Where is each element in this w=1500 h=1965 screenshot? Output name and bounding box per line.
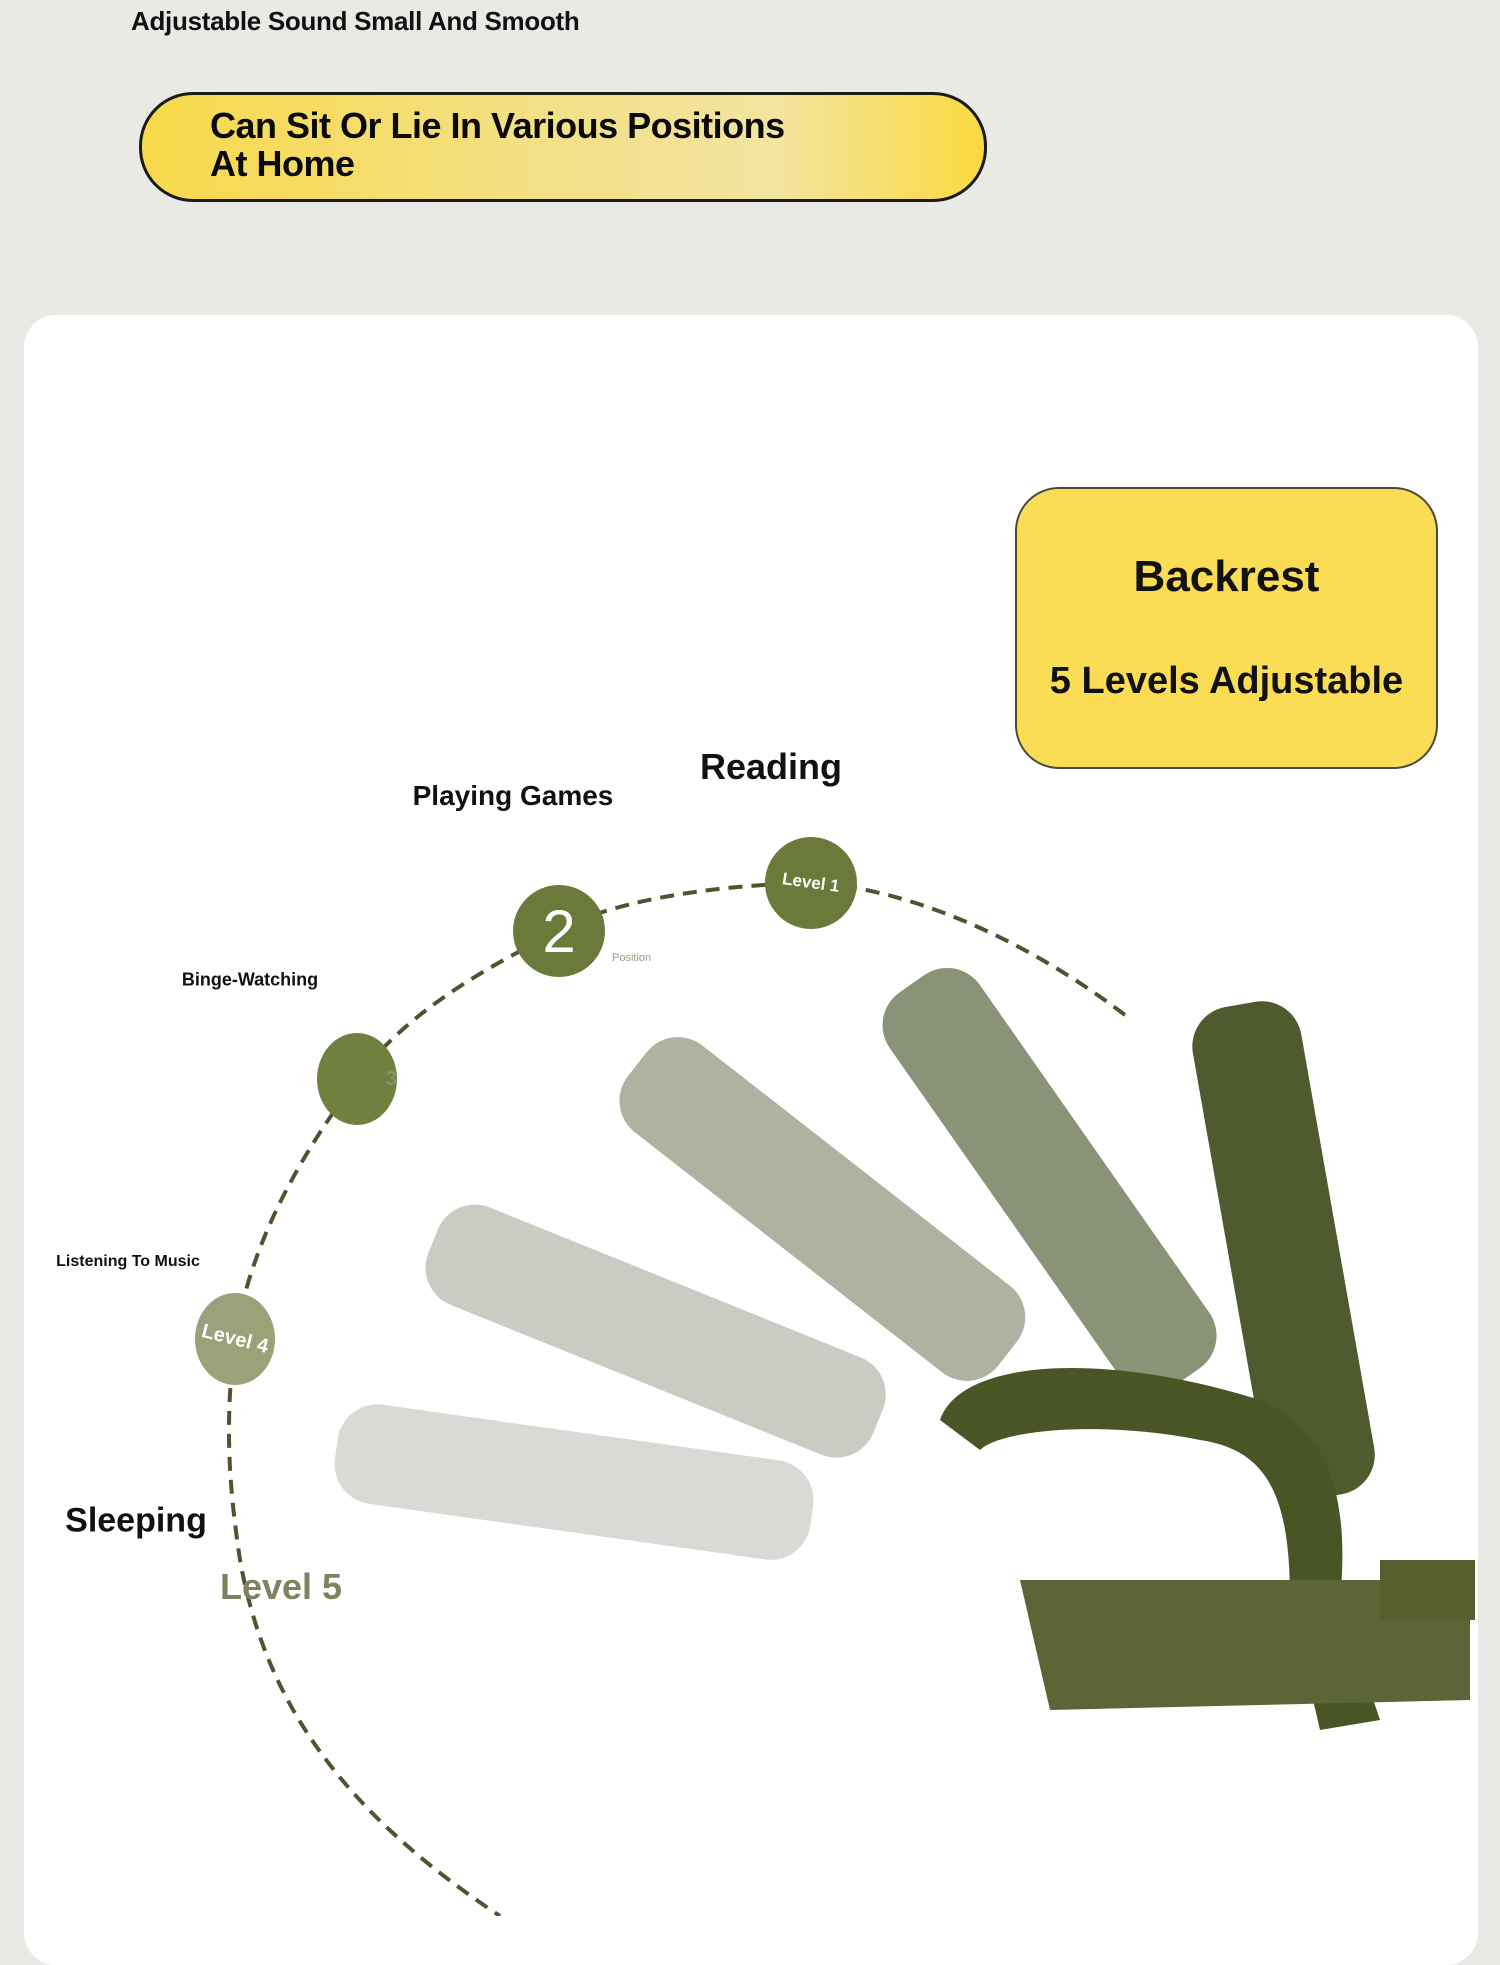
- chair-illustration: [226, 880, 1475, 1916]
- backrest-level-1: [1192, 1001, 1375, 1501]
- backrest-title: Backrest: [1133, 552, 1320, 601]
- level-2-marker: 2: [513, 885, 605, 977]
- backrest-info-box: [1015, 487, 1438, 769]
- level-1-label: Level 1: [781, 869, 841, 896]
- level-2-label: 2: [542, 897, 576, 965]
- banner-line-1: Can Sit Or Lie In Various Positions: [210, 105, 785, 146]
- level-3-label: 3: [385, 1067, 397, 1090]
- header-text: Adjustable Sound Small And Smooth: [131, 6, 580, 36]
- level-3-marker: 3: [317, 1033, 397, 1125]
- level-5-label: Level 5: [219, 1566, 343, 1607]
- seat: [1020, 1580, 1470, 1710]
- backrest-level-2: [882, 967, 1217, 1393]
- level-4-marker: Level 4: [195, 1293, 275, 1385]
- activity-reading: Reading: [699, 746, 843, 787]
- dashed-arc: [226, 880, 1127, 1916]
- backrest-level-4: [425, 1204, 886, 1458]
- level-2-sub: Position: [612, 952, 652, 964]
- activity-binge-watching: Binge-Watching: [181, 969, 319, 990]
- level-1-marker: Level 1: [765, 837, 857, 929]
- seat-extension: [1380, 1560, 1475, 1620]
- banner-pill: [139, 92, 987, 202]
- armrest: [940, 1367, 1380, 1730]
- backrest-level-5: [334, 1404, 814, 1560]
- backrest-subtitle: 5 Levels Adjustable: [1049, 660, 1404, 702]
- banner-text: Can Sit Or Lie In Various Positions At H…: [210, 107, 785, 183]
- backrest-level-3: [619, 1037, 1026, 1381]
- banner-line-2: At Home: [210, 143, 355, 184]
- activity-sleeping: Sleeping: [65, 1501, 207, 1540]
- activity-listening-to-music: Listening To Music: [56, 1253, 200, 1270]
- activity-playing-games: Playing Games: [412, 780, 614, 811]
- level-4-label: Level 4: [199, 1319, 271, 1358]
